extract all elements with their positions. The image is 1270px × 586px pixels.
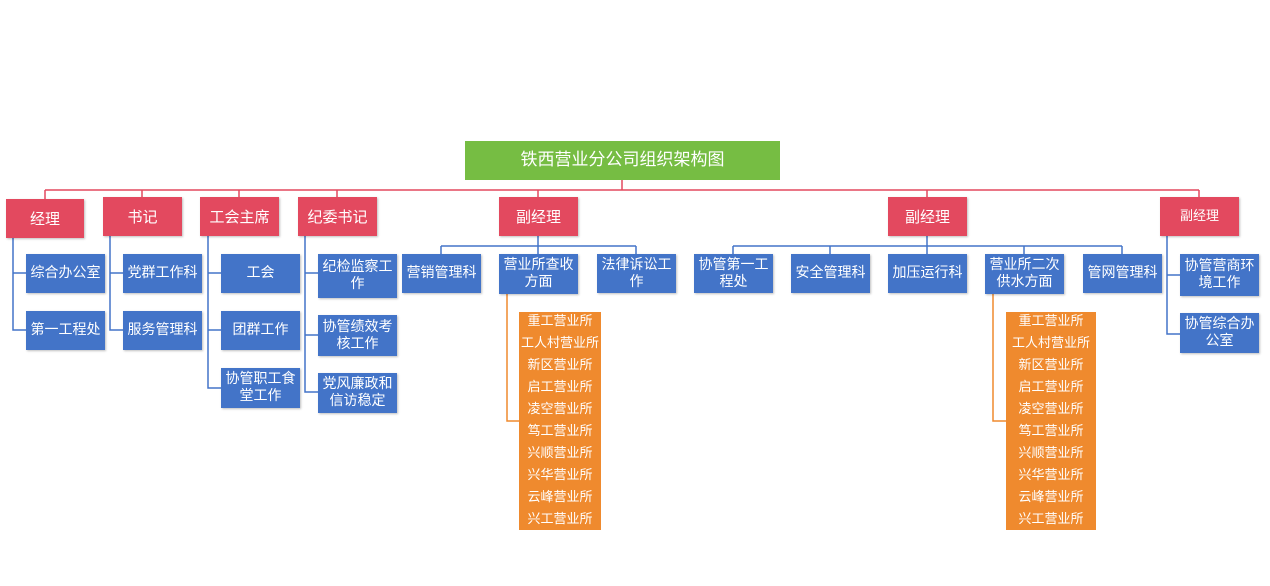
dept-integrity-petitions: 党风廉政和信访稳定	[318, 373, 397, 413]
list-item: 重工营业所	[1018, 314, 1084, 329]
list-item: 凌空营业所	[527, 401, 593, 417]
leader-deputy-manager-1: 副经理	[499, 197, 578, 236]
dept-performance-review: 协管绩效考核工作	[318, 315, 397, 356]
leader-deputy-manager-3: 副经理	[1160, 197, 1239, 236]
dept-first-engineering: 第一工程处	[26, 311, 105, 350]
dept-office-secondary-supply: 营业所二次供水方面	[985, 254, 1064, 294]
list-item: 新区营业所	[527, 357, 593, 373]
dept-pipe-network: 管网管理科	[1083, 254, 1162, 293]
dept-first-engineering-assist: 协管第一工程处	[694, 254, 773, 293]
leader-deputy-manager-2: 副经理	[888, 197, 967, 236]
list-item: 新区营业所	[1018, 357, 1084, 373]
dept-pressurization: 加压运行科	[888, 254, 967, 293]
list-item: 笃工营业所	[1018, 423, 1084, 439]
dept-business-environment: 协管营商环境工作	[1180, 254, 1259, 296]
list-item: 兴工营业所	[1018, 511, 1084, 527]
list-item: 云峰营业所	[1018, 489, 1084, 505]
dept-youth-league: 团群工作	[221, 311, 300, 350]
list-item: 兴华营业所	[527, 467, 593, 483]
leader-discipline-secretary: 纪委书记	[298, 197, 377, 236]
dept-service-management: 服务管理科	[123, 311, 202, 350]
dept-party-affairs: 党群工作科	[123, 254, 202, 293]
list-item: 笃工营业所	[527, 423, 593, 439]
list-item: 云峰营业所	[527, 489, 593, 505]
list-item: 工人村营业所	[520, 335, 599, 351]
dept-marketing: 营销管理科	[402, 254, 481, 293]
list-item: 兴顺营业所	[1018, 445, 1084, 461]
dept-canteen: 协管职工食堂工作	[221, 368, 300, 408]
dept-general-office: 综合办公室	[26, 254, 105, 293]
list-item: 兴华营业所	[1018, 467, 1084, 483]
list-item: 凌空营业所	[1018, 401, 1084, 417]
leader-union-chair: 工会主席	[200, 197, 279, 236]
list-item: 启工营业所	[1018, 379, 1084, 395]
list-item: 兴顺营业所	[527, 445, 593, 461]
office-list-secondary-supply: 重工营业所 工人村营业所 新区营业所 启工营业所 凌空营业所 笃工营业所 兴顺营…	[1006, 312, 1096, 530]
dept-discipline-inspection: 纪检监察工作	[318, 254, 397, 298]
office-connector-lines	[506, 294, 1006, 422]
dept-legal: 法律诉讼工作	[597, 254, 676, 293]
list-item: 兴工营业所	[527, 511, 593, 527]
dept-safety: 安全管理科	[791, 254, 870, 293]
leader-party-secretary: 书记	[103, 197, 182, 236]
dept-union: 工会	[221, 254, 300, 293]
dept-general-office-assist: 协管综合办公室	[1180, 313, 1259, 353]
dept-office-collections: 营业所查收方面	[499, 254, 578, 294]
leader-connector-lines	[44, 180, 1200, 199]
office-list-collections: 重工营业所 工人村营业所 新区营业所 启工营业所 凌空营业所 笃工营业所 兴顺营…	[519, 312, 601, 530]
list-item: 工人村营业所	[1011, 335, 1090, 351]
list-item: 启工营业所	[527, 379, 593, 395]
department-connector-lines	[12, 236, 1180, 393]
leader-manager: 经理	[6, 199, 84, 238]
chart-title: 铁西营业分公司组织架构图	[465, 141, 780, 180]
list-item: 重工营业所	[527, 314, 593, 329]
